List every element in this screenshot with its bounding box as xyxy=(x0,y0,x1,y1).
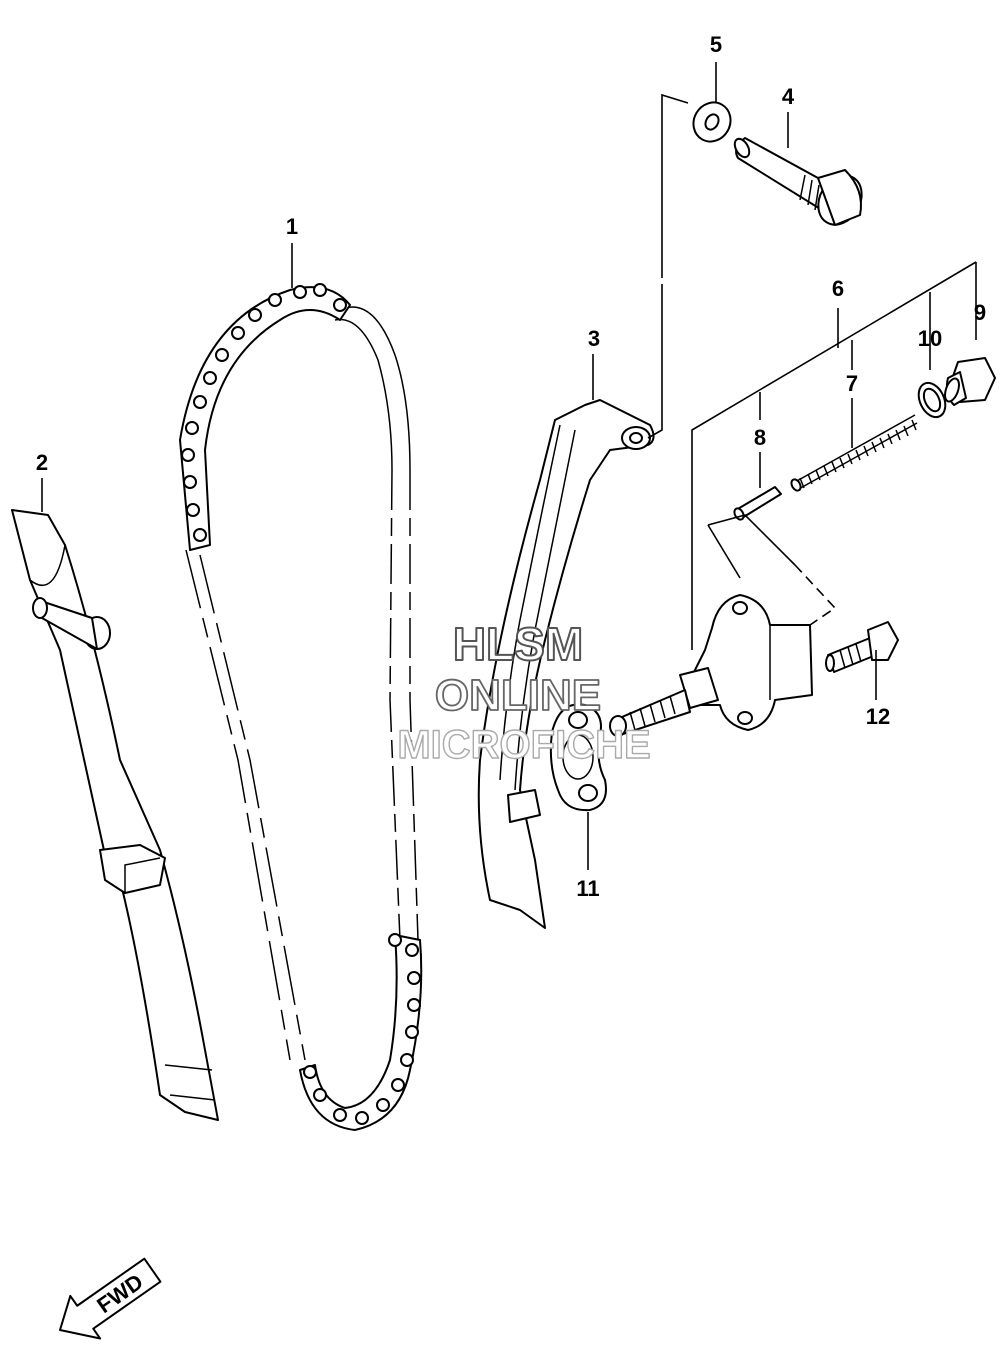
watermark-line-2: ONLINE xyxy=(435,671,601,720)
part-1-cam-chain[interactable] xyxy=(179,283,423,1131)
callout-1: 1 xyxy=(286,214,298,239)
callout-4: 4 xyxy=(782,84,795,109)
callout-2: 2 xyxy=(36,450,48,475)
watermark: HLSM ONLINE MICROFICHE xyxy=(397,617,652,768)
callout-3: 3 xyxy=(588,326,600,351)
callout-8: 8 xyxy=(754,425,766,450)
part-2-chain-guide[interactable] xyxy=(11,509,219,1121)
callout-11: 11 xyxy=(576,876,599,901)
fwd-arrow-icon: FWD xyxy=(59,1257,162,1340)
callout-9: 9 xyxy=(974,300,986,325)
part-11-gasket[interactable] xyxy=(549,703,607,812)
callout-7: 7 xyxy=(846,371,858,396)
part-6-tensioner-assembly[interactable] xyxy=(609,594,813,737)
part-7-spring[interactable] xyxy=(790,414,918,492)
callout-10: 10 xyxy=(918,326,942,351)
part-5-washer[interactable] xyxy=(686,96,737,149)
part-10-o-ring[interactable] xyxy=(914,379,951,422)
part-3-tensioner-arm[interactable] xyxy=(477,399,655,929)
watermark-line-1: HLSM xyxy=(453,618,583,670)
callout-5: 5 xyxy=(710,32,722,57)
chain-links-bottom xyxy=(299,933,423,1131)
part-4-bolt[interactable] xyxy=(732,136,871,232)
watermark-line-3: MICROFICHE xyxy=(397,723,650,767)
part-12-mounting-bolt[interactable] xyxy=(825,621,899,673)
chain-links-top xyxy=(179,283,351,551)
part-9-cap-bolt[interactable] xyxy=(942,357,996,406)
callout-12: 12 xyxy=(866,704,890,729)
callout-6: 6 xyxy=(832,276,844,301)
callout-labels: 1 2 3 4 5 6 7 8 9 10 11 12 xyxy=(36,32,986,901)
leader-lines xyxy=(41,62,977,870)
